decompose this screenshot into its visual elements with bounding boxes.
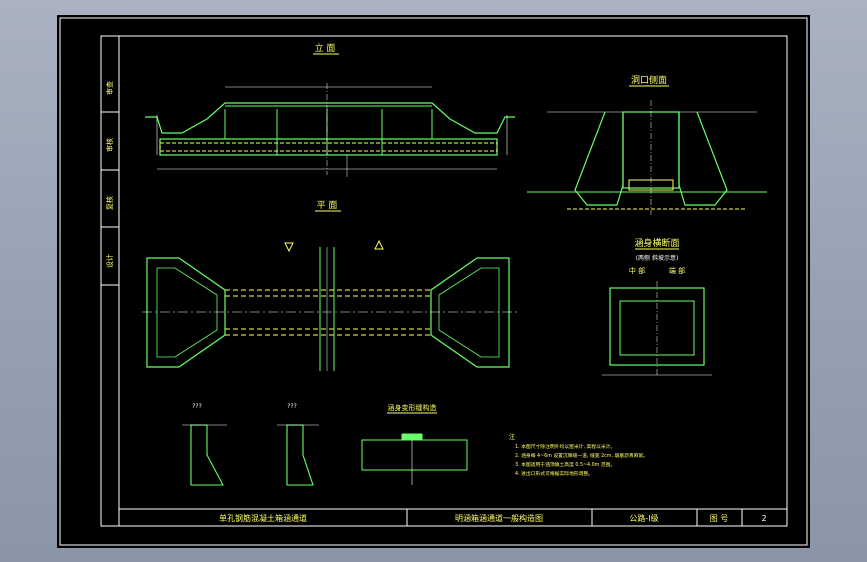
note-1: 1. 本图尺寸除注明外均以厘米计, 高程以米计。 <box>515 443 615 450</box>
joint-detail-title: 涵身变形缝构造 <box>388 403 437 412</box>
project-name: 单孔钢筋混凝土箱涵通道 <box>219 513 307 523</box>
portal-section-view: 洞口侧面 <box>527 74 767 215</box>
end-part-label: 端 部 <box>669 266 685 275</box>
plan-view: 平 面 <box>142 200 517 371</box>
joint-detail: 涵身变形缝构造 <box>361 403 468 485</box>
notes-title: 注 <box>509 433 515 441</box>
sheet-number: 2 <box>761 514 766 523</box>
sheet-number-label: 图 号 <box>710 514 729 523</box>
design-load-grade: 公路-Ⅰ级 <box>629 513 658 523</box>
wall-detail-a-label: ??? <box>192 403 202 410</box>
side-approval-strip: 审查 审核 复核 设计 <box>101 81 119 286</box>
side-label-review: 审查 <box>105 81 114 95</box>
side-label-check: 复核 <box>105 196 114 210</box>
side-label-audit: 审核 <box>105 138 114 152</box>
culvert-section-title: 涵身横断面 <box>634 237 679 249</box>
side-label-design: 设计 <box>105 254 114 268</box>
cad-drawing-canvas[interactable]: 审查 审核 复核 设计 立 面 平 面 <box>57 15 810 548</box>
mid-part-label: 中 部 <box>629 266 645 275</box>
drawing-sheet: 审查 审核 复核 设计 立 面 平 面 <box>59 17 808 546</box>
title-block: 单孔钢筋混凝土箱涵通道 明涵箱涵通道一般构造图 公路-Ⅰ级 图 号 2 <box>119 508 787 526</box>
note-4: 4. 进出口形式可根据实际地形调整。 <box>515 470 593 477</box>
plan-title: 平 面 <box>317 200 338 211</box>
portal-section-title: 洞口侧面 <box>631 74 667 86</box>
elevation-view: 立 面 <box>145 42 515 177</box>
culvert-section-note: (两侧 斜坡示意) <box>636 254 679 262</box>
wall-detail-a: ??? <box>182 403 227 486</box>
wall-detail-b-label: ??? <box>287 403 297 410</box>
wall-detail-b: ??? <box>277 403 319 486</box>
note-3: 3. 本图适用于涵顶填土高度 0.5~4.0m 范围。 <box>515 461 615 468</box>
note-2: 2. 涵身每 4~6m 设置沉降缝一道, 缝宽 2cm, 填塞沥青麻絮。 <box>515 452 648 459</box>
drawing-name: 明涵箱涵通道一般构造图 <box>455 513 543 523</box>
elevation-title: 立 面 <box>315 42 336 54</box>
notes-block: 注 1. 本图尺寸除注明外均以厘米计, 高程以米计。 2. 涵身每 4~6m 设… <box>509 433 648 477</box>
culvert-cross-section: 涵身横断面 (两侧 斜坡示意) 中 部 端 部 <box>602 237 712 376</box>
outer-frame <box>59 17 808 546</box>
inner-frame <box>100 35 788 527</box>
